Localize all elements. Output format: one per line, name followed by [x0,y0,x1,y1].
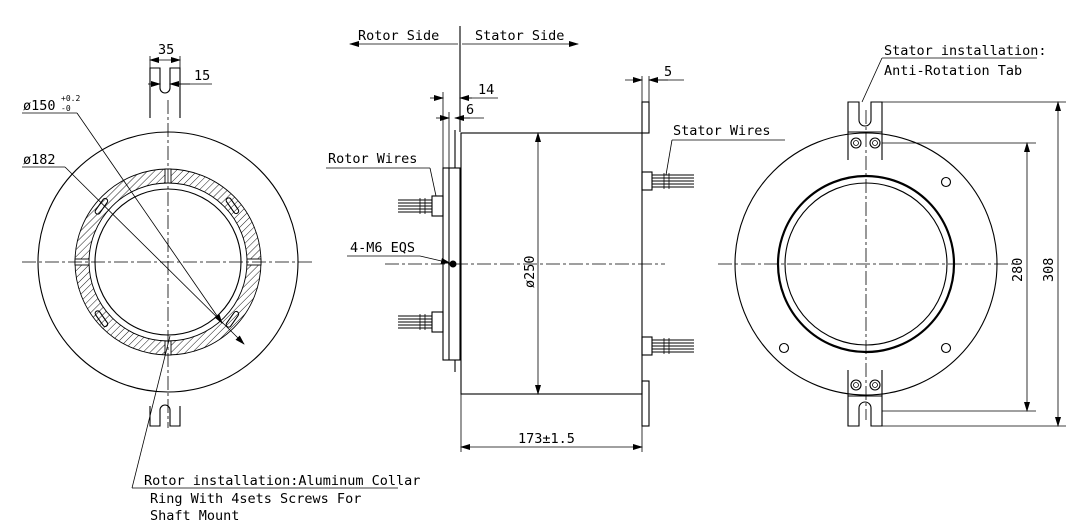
rotor-installation-line3: Shaft Mount [150,508,239,524]
stator-wires-bottom [641,336,694,356]
dim-hole-spacing: 280 [882,142,1036,412]
stator-body [460,132,643,395]
collar-slots [94,197,240,328]
stator-tab-bottom [641,380,650,427]
mount-hole [778,342,790,354]
rotor-installation-line1: Rotor installation:Aluminum Collar [144,473,420,489]
dim-6-text: 6 [466,102,474,118]
right-view: Stator installation: Anti-Rotation Tab 2… [718,43,1066,427]
bottom-tab [149,404,181,427]
dim-308-text: 308 [1041,258,1057,282]
mount-hole [940,176,952,188]
dim-250-text: ø250 [522,255,538,288]
dim-tab-thickness: 5 [625,64,684,102]
dim-collar: ø182 [22,152,245,345]
stator-wires-top [641,171,694,191]
right-bottom-tab [847,370,883,427]
rotor-wires-label: Rotor Wires [328,151,417,167]
dim-collar-text: ø182 [23,152,56,168]
stator-installation-line1: Stator installation: [884,43,1047,59]
stator-side-label: Stator Side [475,28,564,44]
dim-body-diameter: ø250 [522,132,541,395]
rotor-wires-bottom [398,311,444,333]
stator-tab-top [641,101,650,134]
dim-overall-height: 308 [882,101,1066,427]
dim-173-text: 173±1.5 [518,431,575,447]
dim-15-text: 15 [194,68,210,84]
dim-bore-tol-upper: +0.2 [61,94,80,103]
dim-tab-width: 35 [149,42,181,68]
right-top-tab [847,101,883,160]
dim-35-text: 35 [158,42,174,58]
mount-hole [940,342,952,354]
rotor-installation-line2: Ring With 4sets Screws For [150,491,361,507]
dim-bore-text: ø150 [23,98,56,114]
stator-wires-label: Stator Wires [673,123,771,139]
dim-bore: ø150 +0.2 -0 [22,94,223,324]
left-view: 35 15 ø150 +0.2 -0 ø182 [22,42,420,524]
dim-slot-width: 15 [148,68,212,88]
rotor-wires-top [398,195,444,217]
dim-280-text: 280 [1010,258,1026,282]
dim-flange-thickness: 6 [436,102,484,168]
dim-bore-tol-lower: -0 [61,104,71,113]
dim-flange-offset: 14 [430,82,498,168]
top-tab [149,67,181,118]
rotor-side-label: Rotor Side [358,28,439,44]
dim-14-text: 14 [478,82,494,98]
dim-5-text: 5 [664,64,672,80]
side-view: Rotor Side Stator Side [326,26,785,452]
dim-body-length: 173±1.5 [460,394,643,452]
screws-label: 4-M6 EQS [350,240,415,256]
screw-dot [449,260,457,268]
stator-installation-line2: Anti-Rotation Tab [884,63,1022,79]
rotor-installation-note: Rotor installation:Aluminum Collar Ring … [131,335,420,524]
